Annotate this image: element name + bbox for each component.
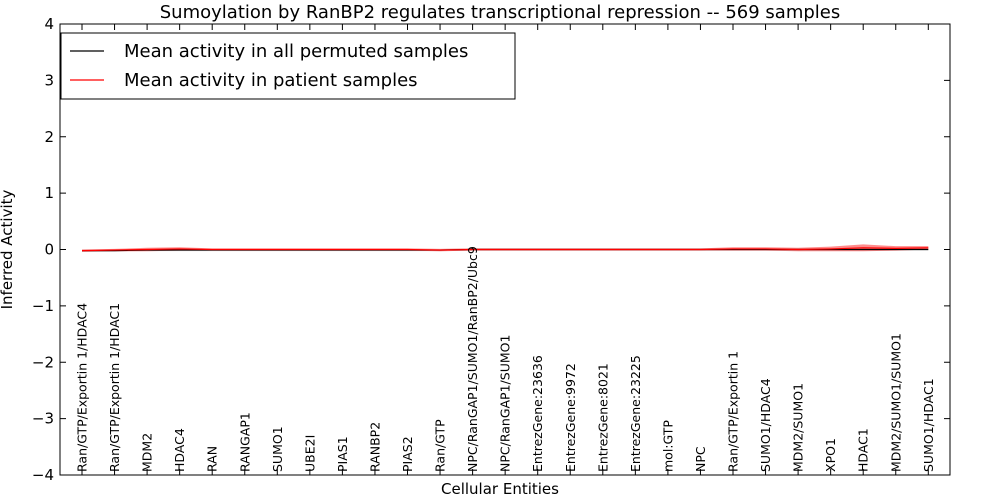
x-tick-label: SUMO1 (270, 426, 285, 472)
series-line-1 (81, 247, 929, 252)
y-tick-label: −2 (32, 353, 54, 371)
y-tick-label: 4 (44, 15, 54, 33)
x-tick-label: SUMO1/HDAC1 (921, 378, 936, 472)
y-tick-label: −3 (32, 410, 54, 428)
legend-label-patient: Mean activity in patient samples (124, 70, 418, 91)
x-tick-label: Ran/GTP/Exportin 1/HDAC4 (75, 303, 90, 472)
x-tick-label: NPC (693, 446, 708, 472)
x-tick-label: PIAS2 (400, 436, 415, 472)
x-tick-label: mol:GTP (660, 420, 675, 472)
y-tick-label: 3 (44, 71, 54, 89)
x-tick-label: Ran/GTP/Exportin 1/HDAC1 (107, 303, 122, 472)
x-tick-label: PIAS1 (335, 436, 350, 472)
series-lines (81, 247, 929, 252)
x-tick-label: HDAC4 (172, 428, 187, 472)
x-tick-label: HDAC1 (856, 428, 871, 472)
x-tick-label: RANGAP1 (237, 412, 252, 472)
x-tick-label: EntrezGene:8021 (595, 363, 610, 472)
x-axis: Ran/GTP/Exportin 1/HDAC4 Ran/GTP/Exportin… (75, 24, 936, 475)
chart-title: Sumoylation by RanBP2 regulates transcri… (160, 2, 841, 23)
y-tick-label: 2 (44, 128, 54, 146)
x-tick-label: NPC/RanGAP1/SUMO1/RanBP2/Ubc9 (465, 246, 480, 472)
y-axis: 4 3 2 1 0 −1 −2 −3 −4 (32, 15, 950, 484)
x-tick-label: XPO1 (823, 438, 838, 472)
x-tick-label: RANBP2 (367, 422, 382, 472)
x-tick-label: MDM2 (140, 433, 155, 472)
x-tick-label: MDM2/SUMO1 (791, 383, 806, 472)
x-tick-label: EntrezGene:9972 (563, 363, 578, 472)
x-tick-label: Ran/GTP (433, 419, 448, 472)
legend-label-permuted: Mean activity in all permuted samples (124, 41, 468, 62)
x-tick-label: NPC/RanGAP1/SUMO1 (498, 335, 513, 472)
x-tick-label: RAN (205, 446, 220, 472)
y-axis-title: Inferred Activity (0, 189, 16, 309)
y-tick-label: −4 (32, 466, 54, 484)
x-axis-title: Cellular Entities (441, 480, 559, 498)
x-tick-label: Ran/GTP/Exportin 1 (726, 351, 741, 472)
y-tick-label: −1 (32, 297, 54, 315)
x-tick-label: SUMO1/HDAC4 (758, 378, 773, 472)
y-tick-label: 0 (44, 241, 54, 259)
legend: Mean activity in all permuted samples Me… (60, 32, 516, 100)
x-tick-label: UBE2I (302, 435, 317, 472)
x-tick-label: MDM2/SUMO1/SUMO1 (888, 333, 903, 472)
legend-box (60, 32, 516, 100)
x-tick-label: EntrezGene:23225 (628, 355, 643, 472)
y-tick-label: 1 (44, 184, 54, 202)
x-tick-label: EntrezGene:23636 (530, 355, 545, 472)
